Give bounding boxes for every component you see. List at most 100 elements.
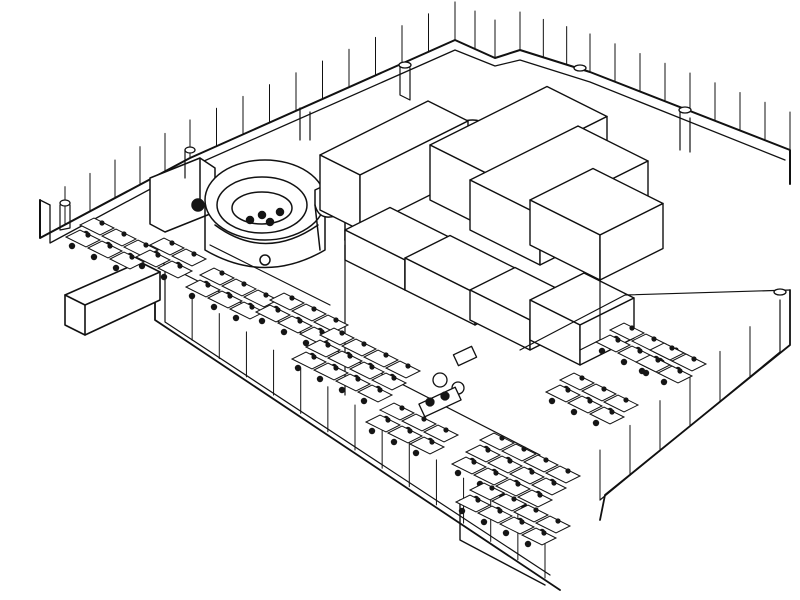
desk bbox=[78, 217, 116, 236]
chair bbox=[592, 419, 600, 427]
chair bbox=[497, 508, 503, 514]
chair bbox=[302, 339, 310, 347]
chair bbox=[368, 427, 376, 435]
chair bbox=[232, 314, 240, 322]
desk bbox=[454, 494, 492, 513]
desk bbox=[134, 249, 172, 268]
chair bbox=[361, 341, 367, 347]
chair bbox=[258, 317, 266, 325]
chair bbox=[377, 387, 383, 393]
chair bbox=[533, 507, 539, 513]
desk bbox=[356, 384, 394, 403]
desk bbox=[634, 354, 672, 373]
desk bbox=[498, 516, 536, 535]
chair bbox=[205, 282, 211, 288]
chair bbox=[112, 264, 120, 272]
desk-cluster bbox=[544, 372, 640, 427]
desk bbox=[478, 432, 516, 451]
desk-cluster bbox=[454, 482, 572, 548]
chair bbox=[339, 330, 345, 336]
chair bbox=[297, 318, 303, 324]
chair bbox=[383, 352, 389, 358]
chair bbox=[360, 397, 368, 405]
chair bbox=[429, 439, 435, 445]
chair bbox=[138, 262, 146, 270]
chair bbox=[502, 529, 510, 537]
chair bbox=[129, 254, 135, 260]
chair bbox=[551, 480, 557, 486]
desk bbox=[602, 394, 640, 413]
chair bbox=[555, 518, 561, 524]
desk bbox=[522, 454, 560, 473]
desk bbox=[566, 395, 604, 414]
desk bbox=[198, 267, 236, 286]
chair bbox=[511, 496, 517, 502]
desk bbox=[312, 362, 350, 381]
chair bbox=[629, 325, 635, 331]
desk bbox=[148, 237, 186, 256]
desk bbox=[64, 229, 102, 248]
chair bbox=[241, 281, 247, 287]
chair bbox=[458, 507, 466, 515]
chair bbox=[537, 492, 543, 498]
chair bbox=[325, 342, 331, 348]
chair bbox=[485, 447, 491, 453]
desk-cluster bbox=[634, 342, 708, 386]
chair bbox=[369, 364, 375, 370]
desk bbox=[220, 278, 258, 297]
chair bbox=[601, 386, 607, 392]
chair bbox=[579, 375, 585, 381]
chair bbox=[191, 251, 197, 257]
chair bbox=[85, 232, 91, 238]
storage-block bbox=[529, 167, 664, 281]
chair bbox=[489, 485, 495, 491]
chair bbox=[405, 363, 411, 369]
chair bbox=[355, 376, 361, 382]
chair bbox=[275, 307, 281, 313]
chair bbox=[524, 540, 532, 548]
desk bbox=[464, 444, 502, 463]
desk bbox=[100, 228, 138, 247]
desk bbox=[348, 361, 386, 380]
desk bbox=[558, 372, 596, 391]
chair bbox=[587, 398, 593, 404]
desk bbox=[362, 349, 400, 368]
chair bbox=[188, 292, 196, 300]
chair bbox=[169, 240, 175, 246]
desk bbox=[268, 292, 306, 311]
chair bbox=[623, 397, 629, 403]
central-storage-blocks bbox=[319, 85, 664, 366]
desk-cluster bbox=[184, 267, 280, 322]
desk bbox=[594, 334, 632, 353]
desk bbox=[486, 455, 524, 474]
chair bbox=[637, 348, 643, 354]
desk bbox=[290, 303, 328, 322]
chair bbox=[660, 378, 668, 386]
desk bbox=[608, 322, 646, 341]
chair bbox=[507, 458, 513, 464]
chair bbox=[475, 497, 481, 503]
chair bbox=[543, 457, 549, 463]
desk bbox=[304, 339, 342, 358]
chair bbox=[338, 386, 346, 394]
chair bbox=[570, 408, 578, 416]
desk bbox=[468, 482, 506, 501]
chair bbox=[294, 364, 302, 372]
chair bbox=[316, 375, 324, 383]
desk bbox=[334, 373, 372, 392]
desk-cluster bbox=[364, 402, 460, 457]
chair bbox=[493, 470, 499, 476]
chair bbox=[155, 252, 161, 258]
desk bbox=[516, 489, 554, 508]
chair bbox=[615, 337, 621, 343]
desk bbox=[386, 425, 424, 444]
chair bbox=[390, 438, 398, 446]
chair bbox=[385, 417, 391, 423]
desk bbox=[530, 477, 568, 496]
chair bbox=[412, 449, 420, 457]
desk bbox=[580, 383, 618, 402]
desk bbox=[494, 478, 532, 497]
chair bbox=[311, 306, 317, 312]
desk bbox=[340, 338, 378, 357]
